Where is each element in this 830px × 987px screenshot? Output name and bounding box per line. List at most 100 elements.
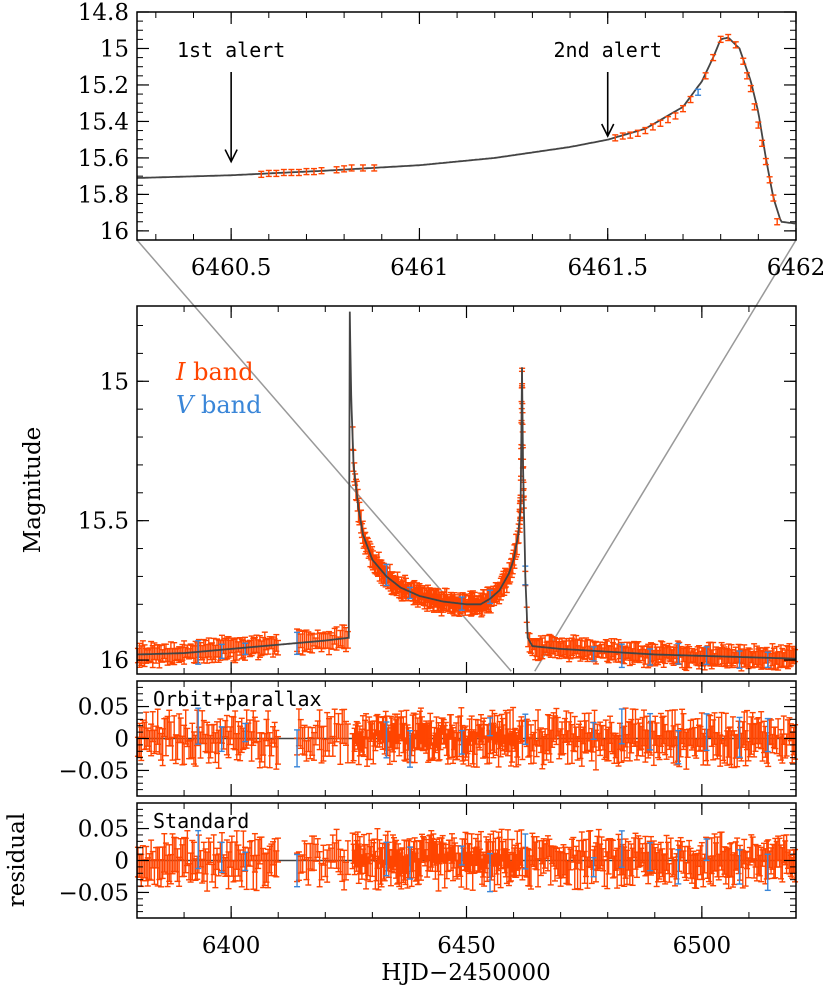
residual-point bbox=[383, 721, 390, 759]
data-point bbox=[612, 134, 619, 142]
residual-point bbox=[238, 717, 245, 754]
residual-point bbox=[207, 841, 214, 864]
y-tick-label: 16 bbox=[100, 648, 129, 674]
data-point bbox=[762, 157, 769, 166]
model-line bbox=[136, 36, 796, 225]
data-point bbox=[740, 57, 747, 65]
data-point bbox=[736, 650, 743, 669]
data-point bbox=[248, 635, 255, 657]
data-point bbox=[238, 638, 245, 660]
y-tick-label: 14.8 bbox=[78, 0, 129, 26]
residual-point bbox=[458, 729, 465, 755]
data-point bbox=[755, 121, 762, 129]
data-point bbox=[695, 88, 702, 96]
data-point bbox=[751, 103, 758, 111]
orbit-parallax-residual-panel: 0.050−0.05 Orbit+parallax bbox=[59, 680, 799, 797]
legend-v-rest: band bbox=[193, 391, 261, 419]
residual-point bbox=[172, 734, 179, 765]
data-point bbox=[359, 164, 366, 172]
y-tick-label: 15.5 bbox=[78, 509, 129, 535]
second-alert-label: 2nd alert bbox=[554, 38, 662, 62]
y-tick-label: 16 bbox=[100, 219, 129, 245]
data-point bbox=[687, 95, 694, 104]
data-point bbox=[274, 639, 281, 656]
residual-point bbox=[764, 717, 771, 753]
residual-point bbox=[550, 712, 557, 743]
data-point bbox=[627, 131, 634, 139]
data-point bbox=[786, 643, 793, 668]
residual-point bbox=[148, 839, 155, 881]
data-point bbox=[770, 194, 777, 202]
main-model-curve bbox=[137, 311, 796, 660]
data-point bbox=[309, 632, 316, 654]
data-point bbox=[647, 648, 654, 666]
data-point bbox=[675, 642, 682, 665]
data-point bbox=[310, 167, 317, 176]
data-point bbox=[344, 630, 351, 649]
alert-arrows bbox=[224, 72, 615, 164]
data-point bbox=[764, 651, 771, 669]
data-point bbox=[672, 112, 679, 120]
standard-residual-points bbox=[134, 828, 799, 893]
residual-point bbox=[568, 723, 575, 765]
y-tick-label: 15.4 bbox=[78, 109, 129, 135]
residual-point bbox=[519, 719, 526, 761]
zoom-data-points bbox=[258, 33, 781, 226]
residual-point bbox=[647, 712, 654, 751]
x-tick-label: 6460.5 bbox=[191, 255, 271, 281]
residual-point bbox=[169, 833, 176, 875]
alert-arrow-head bbox=[224, 149, 238, 164]
residual-point bbox=[294, 729, 301, 768]
y-tick-label: 0.05 bbox=[78, 695, 129, 721]
data-point bbox=[717, 35, 724, 44]
residual-point bbox=[618, 708, 625, 745]
data-point bbox=[732, 41, 739, 49]
residual-point bbox=[218, 726, 225, 753]
data-point bbox=[407, 586, 414, 600]
residual-point bbox=[675, 729, 682, 765]
orbit-parallax-label: Orbit+parallax bbox=[153, 687, 322, 711]
zoom-model-curve bbox=[136, 36, 796, 225]
residual-point bbox=[792, 724, 799, 760]
data-point bbox=[390, 574, 397, 596]
first-alert-label: 1st alert bbox=[177, 38, 285, 62]
legend-v-italic: V bbox=[176, 391, 196, 419]
data-point bbox=[657, 119, 664, 127]
connector-line-right bbox=[534, 239, 797, 672]
residual-point bbox=[703, 713, 710, 752]
residual-point bbox=[274, 735, 281, 765]
data-point bbox=[634, 129, 641, 137]
residual-point bbox=[266, 732, 273, 769]
data-point bbox=[710, 53, 717, 62]
residual-point bbox=[454, 731, 461, 760]
data-point bbox=[747, 84, 754, 93]
orbit-parallax-axis-ticks: 0.050−0.05 bbox=[59, 680, 797, 797]
legend-i-italic: I bbox=[175, 358, 186, 386]
residual-point bbox=[522, 713, 529, 746]
data-point bbox=[619, 132, 626, 140]
residual-point bbox=[465, 728, 472, 767]
model-line bbox=[137, 311, 796, 660]
zoom-panel-frame bbox=[136, 11, 797, 241]
data-point bbox=[702, 72, 709, 80]
data-point bbox=[258, 170, 265, 179]
residual-point bbox=[571, 715, 578, 753]
legend-v-band: V band bbox=[176, 391, 261, 419]
residual-point bbox=[258, 732, 265, 763]
data-point bbox=[265, 169, 272, 178]
data-point bbox=[383, 563, 390, 587]
data-point bbox=[348, 164, 355, 172]
orbit-parallax-panel-frame bbox=[136, 680, 797, 797]
data-point bbox=[288, 168, 295, 177]
residual-point bbox=[462, 725, 469, 761]
residual-point bbox=[498, 713, 505, 747]
y-tick-label: 15.8 bbox=[78, 182, 129, 208]
residual-point bbox=[143, 711, 150, 750]
data-point bbox=[759, 139, 766, 148]
data-point bbox=[218, 643, 225, 660]
residual-point bbox=[525, 720, 532, 758]
residual-point bbox=[331, 708, 338, 747]
residual-point bbox=[274, 837, 281, 863]
data-point bbox=[774, 218, 781, 226]
